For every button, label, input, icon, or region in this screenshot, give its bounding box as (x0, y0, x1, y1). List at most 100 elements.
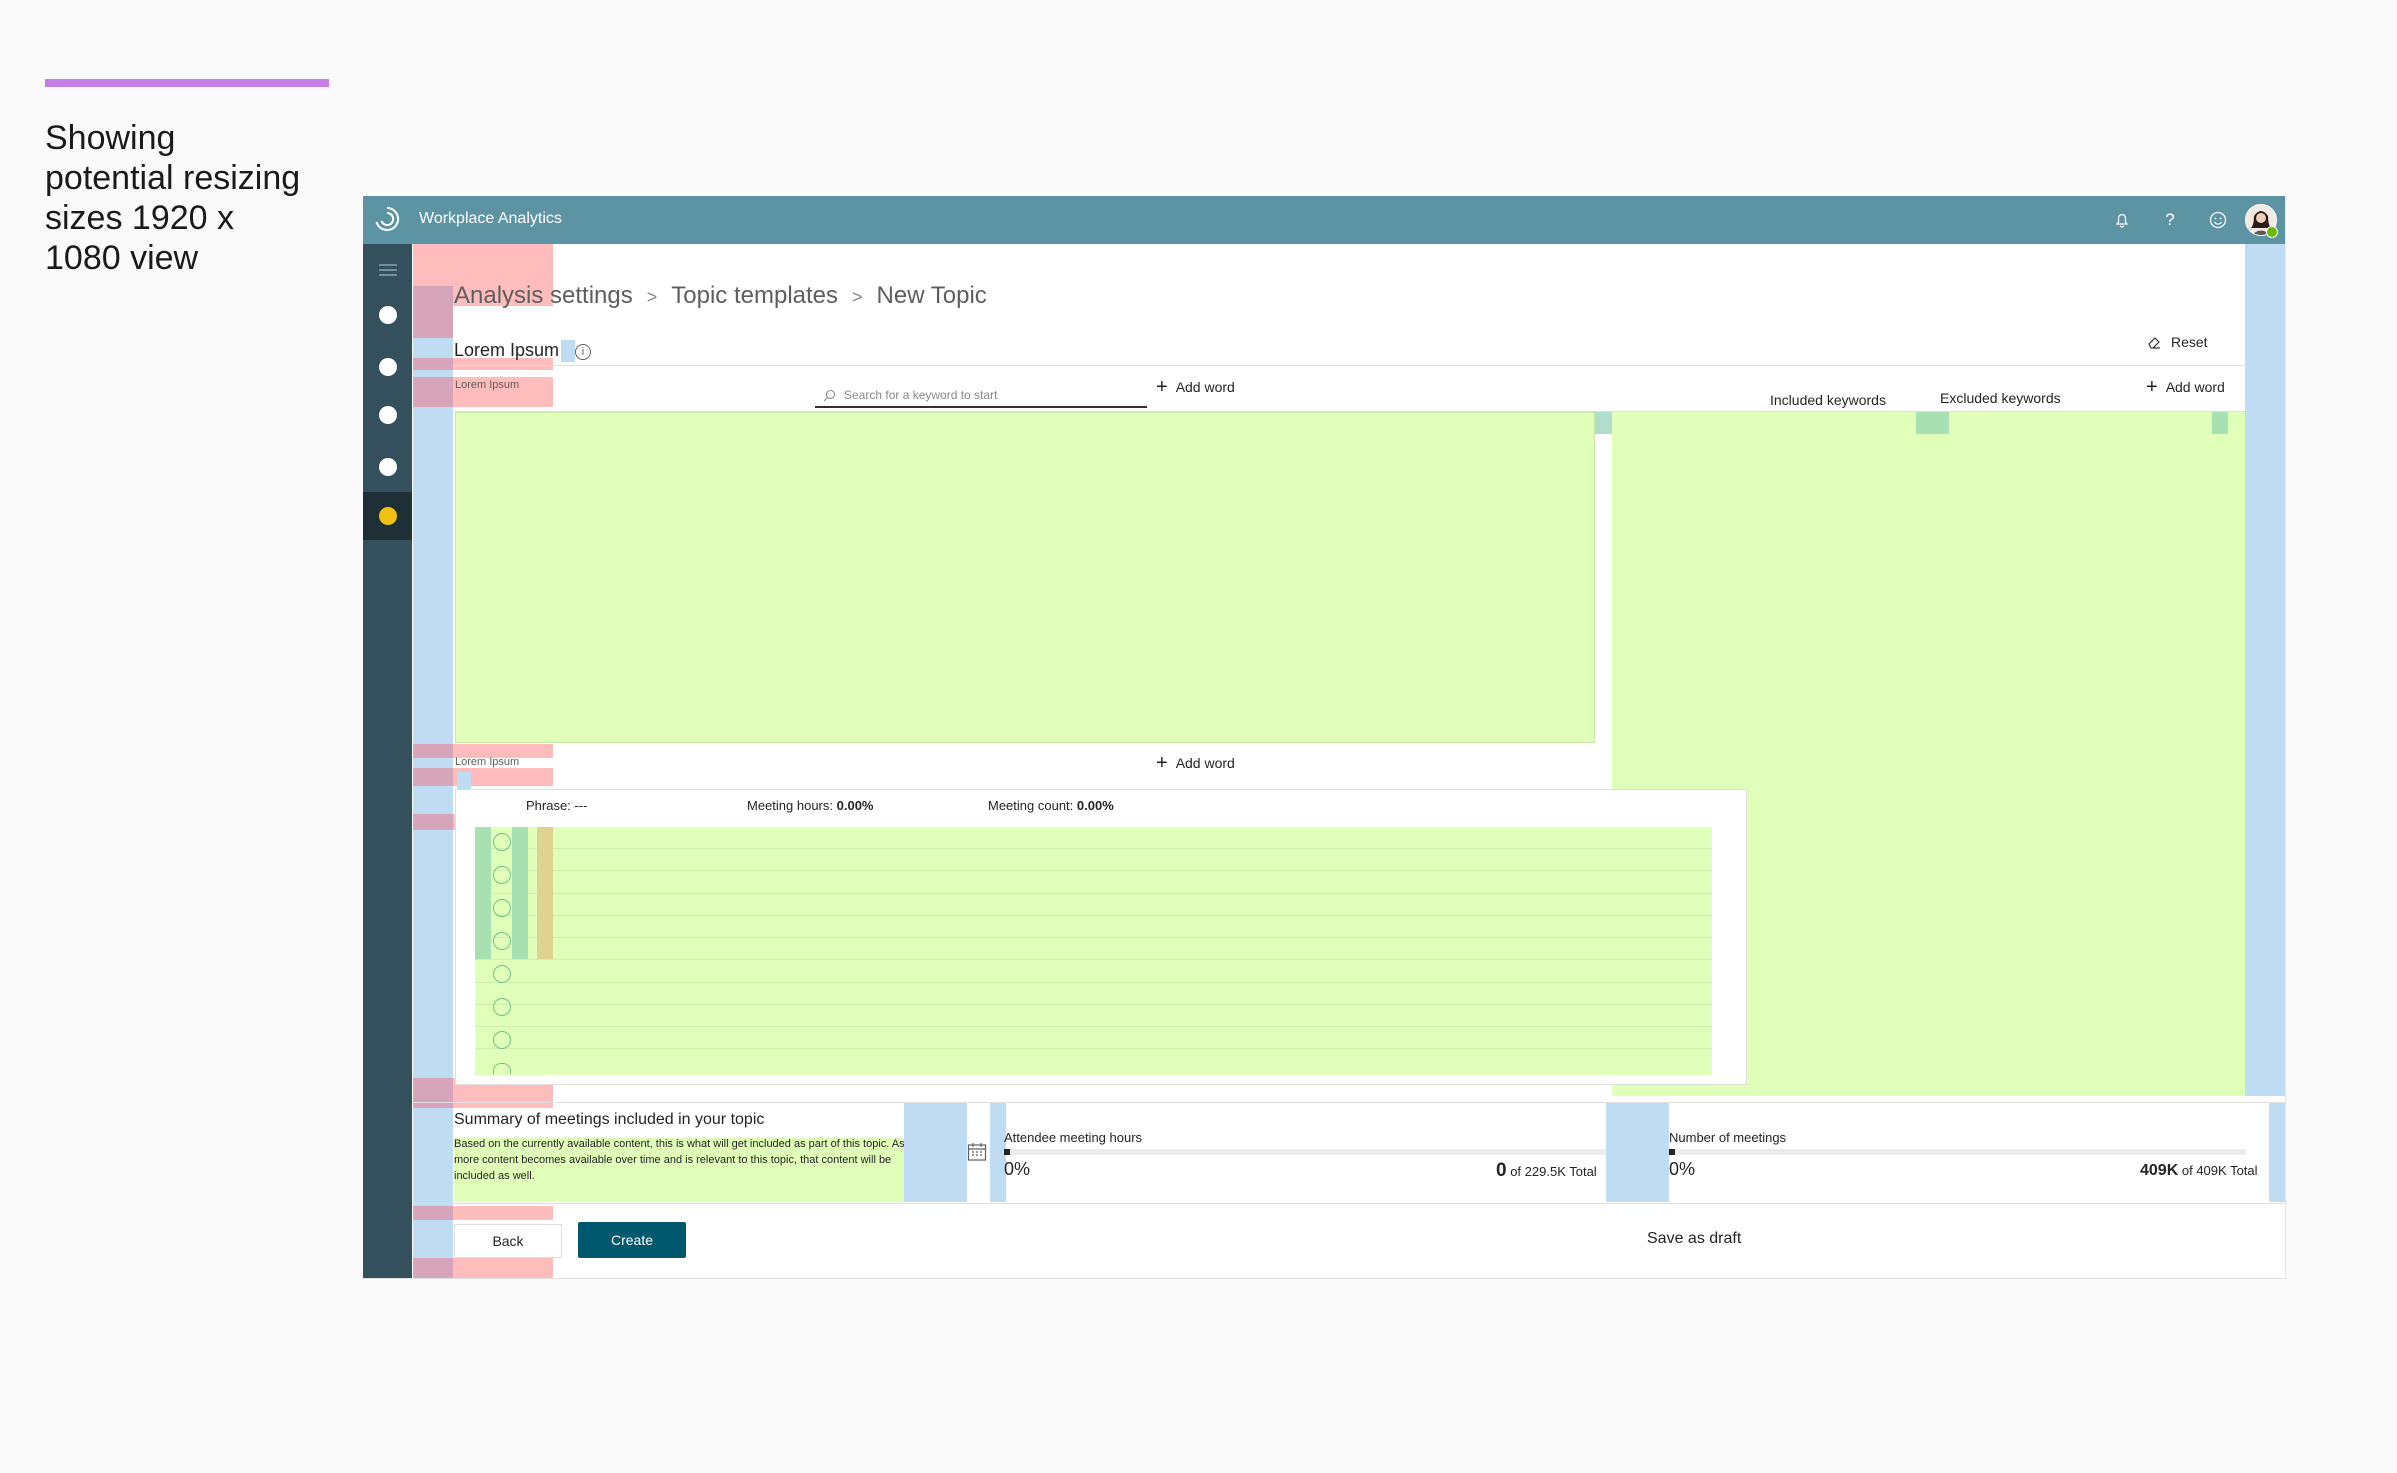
spacing-guide (475, 827, 491, 959)
number-of-meetings-fill (1669, 1149, 1675, 1155)
attendee-meeting-hours-current: 0 (1496, 1160, 1507, 1181)
add-word-button[interactable]: + Add word (1156, 376, 1235, 398)
annotation-accent-bar (45, 79, 329, 87)
nav-item-4[interactable] (363, 443, 412, 491)
nav-item-4-icon (378, 458, 397, 476)
help-icon[interactable]: ? (2165, 210, 2175, 229)
top-bar: Workplace Analytics ? (363, 196, 2285, 244)
spacing-guide (453, 768, 553, 786)
keyword-search-input[interactable]: Search for a keyword to start (815, 384, 1147, 408)
reset-label: Reset (2171, 334, 2208, 350)
spacing-guide (561, 340, 575, 362)
nav-item-5-icon (378, 507, 397, 525)
summary-description-area (454, 1138, 914, 1202)
back-button[interactable]: Back (454, 1224, 562, 1258)
save-as-draft-button[interactable]: Save as draft (1647, 1230, 1742, 1247)
number-of-meetings-label: Number of meetings (1669, 1130, 1787, 1145)
keywords-field-label: Lorem Ipsum (455, 379, 520, 391)
number-of-meetings-percent: 0% (1669, 1159, 1696, 1179)
spacing-guide (1606, 1103, 1669, 1202)
chevron-right-icon: > (852, 287, 863, 307)
table-gridline (475, 893, 1712, 894)
row-select-radio[interactable] (493, 998, 511, 1016)
meeting-hours-value: 0.00% (836, 798, 874, 813)
breadcrumb-analysis-settings[interactable]: Analysis settings (454, 282, 633, 309)
phrases-field-label: Lorem Ipsum (455, 756, 520, 768)
nav-item-2[interactable] (363, 343, 412, 391)
row-select-radio[interactable] (493, 899, 511, 917)
hamburger-icon[interactable] (363, 244, 412, 296)
number-of-meetings-total-text: of 409K Total (2181, 1163, 2258, 1178)
add-word-label: Add word (1175, 379, 1235, 395)
breadcrumb-topic-templates[interactable]: Topic templates (671, 282, 839, 309)
nav-item-5-active[interactable] (363, 492, 412, 540)
notification-bell-icon[interactable] (2110, 208, 2134, 232)
meeting-count-metric: Meeting count: 0.00% (988, 798, 1114, 813)
phrase-value: --- (574, 798, 588, 813)
add-keyword-button[interactable]: +Add word (2146, 377, 2225, 397)
table-gridline (475, 915, 1712, 916)
meeting-hours-label: Meeting hours: (747, 798, 833, 813)
plus-icon: + (1156, 376, 1168, 398)
meeting-count-label: Meeting count: (988, 798, 1074, 813)
row-select-radio[interactable] (493, 1063, 511, 1074)
row-select-radio[interactable] (493, 932, 511, 950)
chevron-right-icon: > (646, 287, 658, 307)
nav-item-3[interactable] (363, 391, 412, 439)
table-gridline (475, 870, 1712, 871)
add-phrase-word-button[interactable]: +Add word (1156, 753, 1235, 773)
workplace-analytics-logo-icon (375, 206, 400, 231)
table-gridline (475, 848, 1712, 849)
phrase-table (475, 827, 1712, 1075)
info-icon[interactable]: i (575, 344, 591, 360)
attendee-meeting-hours-percent: 0% (1004, 1159, 1031, 1179)
spacing-guide (457, 772, 471, 794)
left-navigation (363, 244, 412, 1278)
spacing-guide (413, 358, 453, 370)
attendee-meeting-hours-bar (1004, 1149, 1606, 1155)
spacing-guide (413, 768, 453, 786)
toolbar-divider (454, 411, 2245, 412)
table-gridline (475, 937, 1712, 938)
phrase-panel: Phrase: --- Meeting hours: 0.00% Meeting… (455, 789, 1747, 1085)
meeting-hours-metric: Meeting hours: 0.00% (747, 798, 874, 813)
nav-item-2-icon (378, 358, 397, 376)
row-select-radio[interactable] (493, 1031, 511, 1049)
summary-title: Summary of meetings included in your top… (454, 1111, 765, 1128)
row-select-radio[interactable] (493, 866, 511, 884)
eraser-icon (2148, 337, 2160, 349)
nav-item-1[interactable] (363, 291, 412, 339)
row-select-radio[interactable] (493, 833, 511, 851)
spacing-guide (453, 1258, 553, 1278)
table-gridline (475, 1048, 1712, 1049)
add-phrase-word-label: Add word (1175, 755, 1235, 771)
tab-excluded-keywords[interactable]: Excluded keywords (1940, 390, 2061, 406)
spacing-guide (413, 1206, 453, 1220)
create-button[interactable]: Create (578, 1222, 686, 1258)
spacing-guide (2212, 412, 2228, 434)
number-of-meetings-total: 409K of 409K Total (2140, 1162, 2258, 1180)
phrase-label: Phrase: (526, 798, 571, 813)
annotation-note: Showing potential resizing sizes 1920 x … (45, 119, 301, 277)
number-of-meetings-current: 409K (2140, 1162, 2179, 1179)
calendar-icon[interactable] (967, 1142, 987, 1168)
spacing-guide (512, 827, 528, 959)
spacing-guide (413, 814, 453, 830)
attendee-meeting-hours-label: Attendee meeting hours (1004, 1130, 1143, 1145)
spacing-guide (1595, 412, 1612, 434)
nav-item-1-icon (378, 306, 397, 324)
reset-button[interactable]: Reset (2147, 334, 2208, 350)
feedback-smiley-icon[interactable] (2206, 208, 2230, 232)
spacing-guide (413, 286, 453, 306)
spacing-guide (413, 306, 453, 338)
user-avatar[interactable] (2245, 204, 2277, 236)
spacing-guide (1916, 412, 1949, 434)
table-gridline (475, 1026, 1712, 1027)
row-select-radio[interactable] (493, 965, 511, 983)
attendee-meeting-hours-total-text: of 229.5K Total (1510, 1164, 1597, 1179)
breadcrumb: Analysis settings>Topic templates>New To… (454, 282, 987, 310)
presence-status-dot (2266, 226, 2278, 238)
spacing-guide (453, 377, 553, 407)
spacing-guide (453, 286, 553, 306)
spacing-guide (990, 1103, 1006, 1202)
